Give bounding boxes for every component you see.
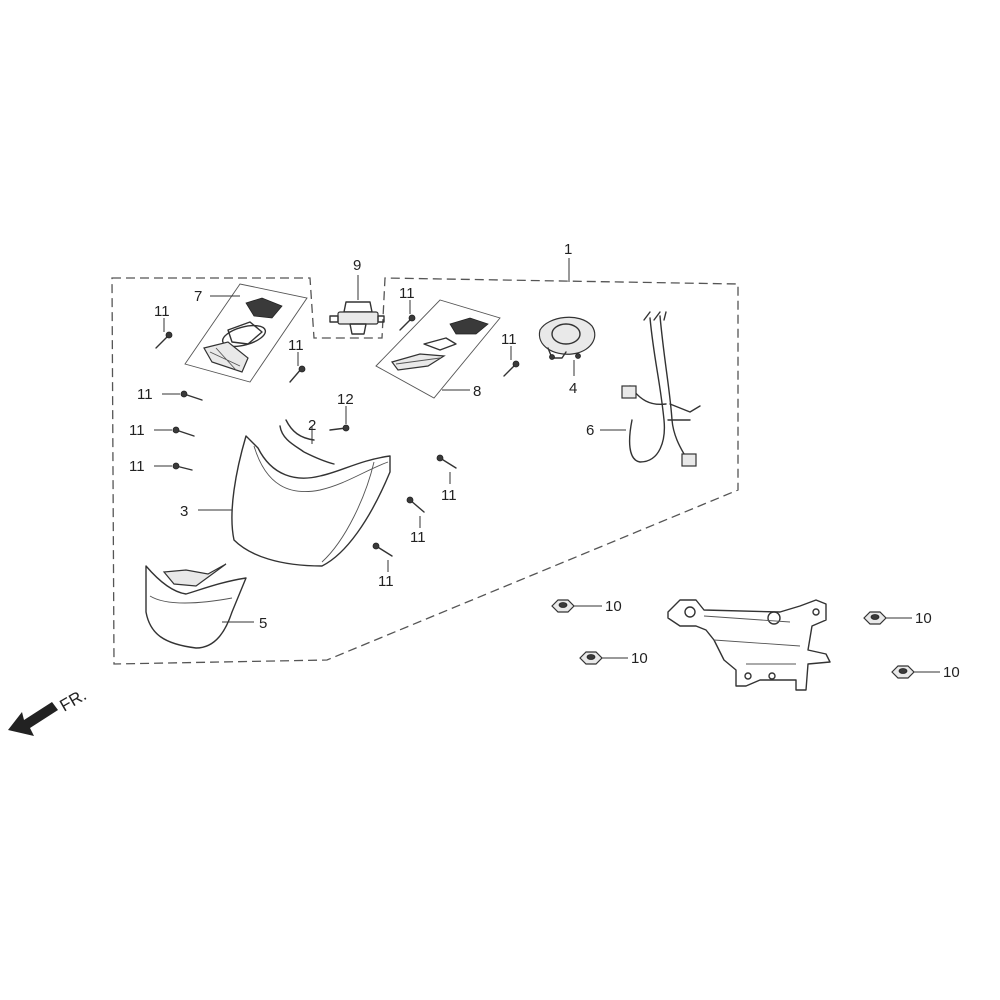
arrow-icon (8, 702, 58, 736)
bolt-12 (329, 424, 350, 432)
nut: 10 (891, 664, 960, 681)
wire (279, 419, 335, 465)
callout-1: 1 (564, 241, 572, 258)
callout-3: 3 (180, 503, 188, 520)
callout-11: 11 (410, 529, 426, 546)
screw: 11 (137, 386, 203, 403)
screw: 11 (399, 285, 416, 331)
nuts-10: 10 10 10 10 (551, 598, 960, 681)
right-turn-signal (375, 299, 501, 399)
screw: 11 (406, 496, 426, 546)
callout-8: 8 (473, 383, 481, 400)
bulb (329, 275, 385, 335)
callout-11: 11 (501, 331, 517, 348)
callout-4: 4 (569, 380, 577, 397)
callout-11: 11 (399, 285, 415, 302)
callout-11: 11 (441, 487, 457, 504)
callout-10: 10 (631, 650, 648, 667)
callout-11: 11 (288, 337, 304, 354)
nut: 10 (579, 650, 648, 667)
callout-11: 11 (137, 386, 153, 403)
screw: 11 (129, 458, 193, 475)
callout-9: 9 (353, 257, 361, 274)
left-turn-signal (184, 283, 308, 383)
callout-11: 11 (129, 458, 145, 475)
callout-10: 10 (943, 664, 960, 681)
front-direction-label: FR. (57, 685, 90, 715)
screw: 11 (436, 454, 457, 504)
assembly-boundary (111, 277, 739, 665)
screw: 11 (288, 337, 306, 383)
callout-11: 11 (129, 422, 145, 439)
callout-11: 11 (378, 573, 394, 590)
callout-12: 12 (337, 391, 354, 408)
mounting-bracket (667, 599, 831, 691)
screw: 11 (372, 542, 394, 590)
bulb-socket (538, 316, 596, 360)
callout-10: 10 (605, 598, 622, 615)
screw: 11 (154, 303, 173, 349)
lower-cover (145, 563, 247, 649)
wiring-harness (621, 311, 701, 467)
callout-11: 11 (154, 303, 170, 320)
headlight-housing (231, 435, 391, 567)
callout-6: 6 (586, 422, 594, 439)
screw: 11 (501, 331, 520, 377)
screw: 11 (129, 422, 195, 439)
callout-10: 10 (915, 610, 932, 627)
nut: 10 (863, 610, 932, 627)
callout-5: 5 (259, 615, 267, 632)
callout-7: 7 (194, 288, 202, 305)
callout-2: 2 (308, 417, 316, 434)
front-direction-arrow: FR. (8, 685, 90, 736)
nut: 10 (551, 598, 622, 615)
screws-11: 11 11 11 11 11 11 11 (129, 285, 520, 590)
